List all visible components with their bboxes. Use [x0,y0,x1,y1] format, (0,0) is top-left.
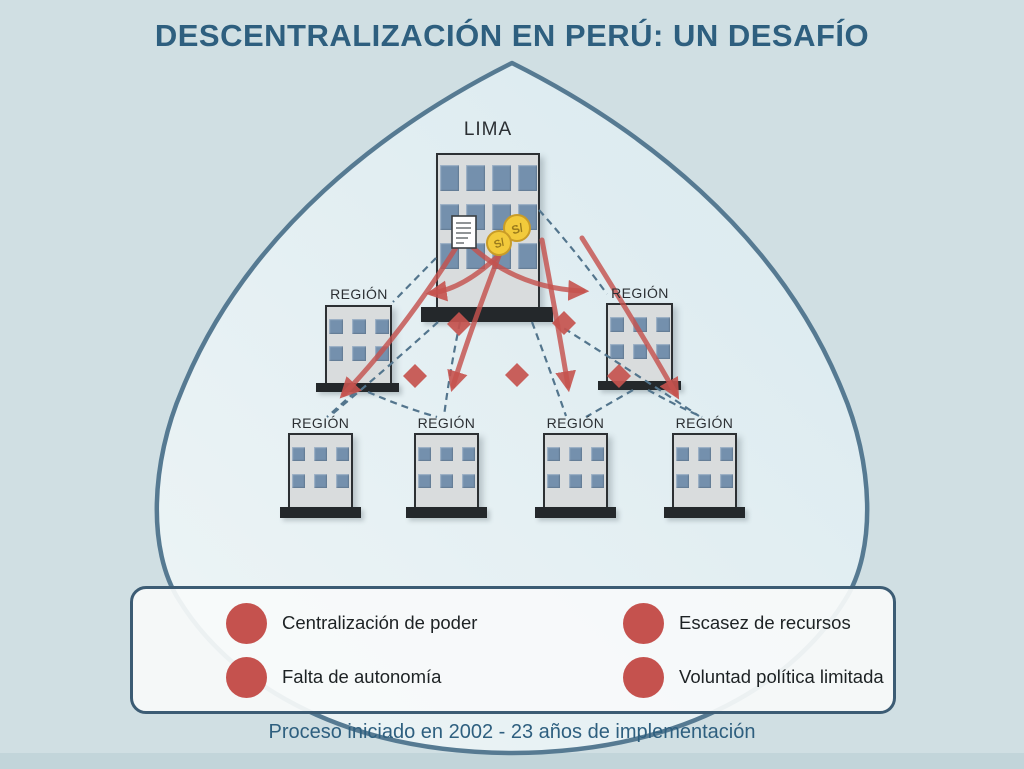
page-title: DESCENTRALIZACIÓN EN PERÚ: UN DESAFÍO [154,18,870,53]
region-building-bottom-4 [672,433,737,509]
region-building-mid-right [606,303,673,383]
legend-bullet-icon [623,602,664,644]
building-windows [416,447,477,488]
lima-building-base [421,307,553,322]
region-building-base [535,507,616,518]
diamond-markers [403,311,631,388]
legend-item: Voluntad política limitada [623,656,893,698]
node-label-region-mid-right: REGIÓN [611,285,669,301]
building-windows [608,317,671,359]
legend-item: Centralización de poder [226,602,623,644]
legend-panel: Centralización de poder Escasez de recur… [130,586,896,714]
legend-item: Falta de autonomía [226,656,623,698]
node-label-lima: LIMA [463,119,513,140]
footer-caption: Proceso iniciado en 2002 - 23 años de im… [268,721,756,743]
node-label-region-bottom-3: REGIÓN [546,415,605,431]
node-label-region-bottom-4: REGIÓN [675,415,734,431]
legend-bullet-icon [623,656,664,698]
node-label-region-bottom-1: REGIÓN [291,415,350,431]
building-windows [545,447,606,488]
region-building-bottom-1 [288,433,353,509]
lima-building [436,153,540,309]
legend-item-label: Falta de autonomía [282,666,442,687]
region-building-base [406,507,487,518]
legend-item-label: Centralización de poder [282,612,478,633]
node-label-region-mid-left: REGIÓN [330,286,388,302]
region-building-base [598,381,681,390]
region-building-base [280,507,361,518]
legend-item-label: Voluntad política limitada [679,666,884,687]
legend-item-label: Escasez de recursos [679,612,851,633]
building-windows [674,447,735,488]
region-building-mid-left [325,305,392,385]
bottom-strip [0,753,1024,769]
legend-item: Escasez de recursos [623,602,893,644]
building-windows [327,319,390,361]
region-building-bottom-3 [543,433,608,509]
region-building-base [664,507,745,518]
legend-bullet-icon [226,602,267,644]
node-label-region-bottom-2: REGIÓN [417,415,476,431]
region-building-base [316,383,399,392]
building-windows [438,165,538,269]
building-windows [290,447,351,488]
region-building-bottom-2 [414,433,479,509]
legend-bullet-icon [226,656,267,698]
